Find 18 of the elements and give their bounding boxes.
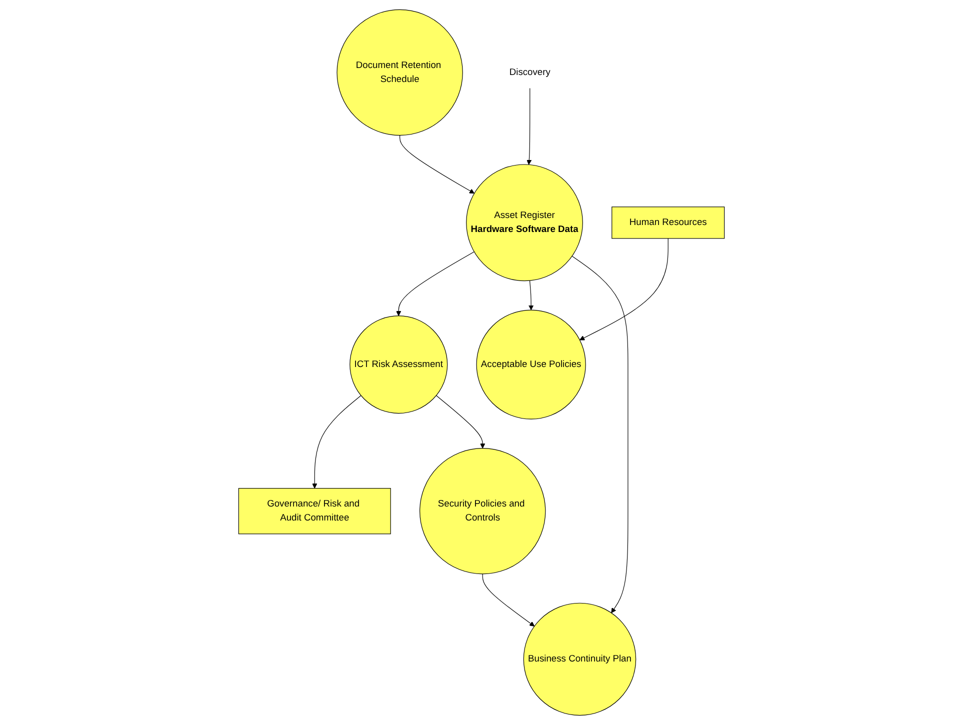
node-box: Governance/ Risk and Audit Committee — [238, 488, 391, 534]
node-circle: Acceptable Use Policies — [476, 310, 586, 420]
arrow — [572, 256, 628, 614]
arrow — [436, 395, 486, 449]
node-circle: Security Policies and Controls — [420, 448, 546, 574]
arrow — [400, 135, 474, 194]
arrow — [528, 280, 534, 310]
node-circle: Business Continuity Plan — [523, 602, 636, 716]
node-box: Human Resources — [612, 206, 725, 239]
arrow — [312, 395, 362, 489]
arrow — [526, 88, 532, 165]
node-text: Discovery — [509, 67, 550, 78]
node-circle: ICT Risk Assessment — [350, 316, 448, 414]
arrow — [482, 574, 535, 626]
node-circle: Document Retention Schedule — [336, 9, 463, 136]
arrow — [396, 251, 474, 316]
node-circle: Asset Register Hardware Software Data — [466, 164, 583, 282]
arrow — [580, 238, 668, 340]
